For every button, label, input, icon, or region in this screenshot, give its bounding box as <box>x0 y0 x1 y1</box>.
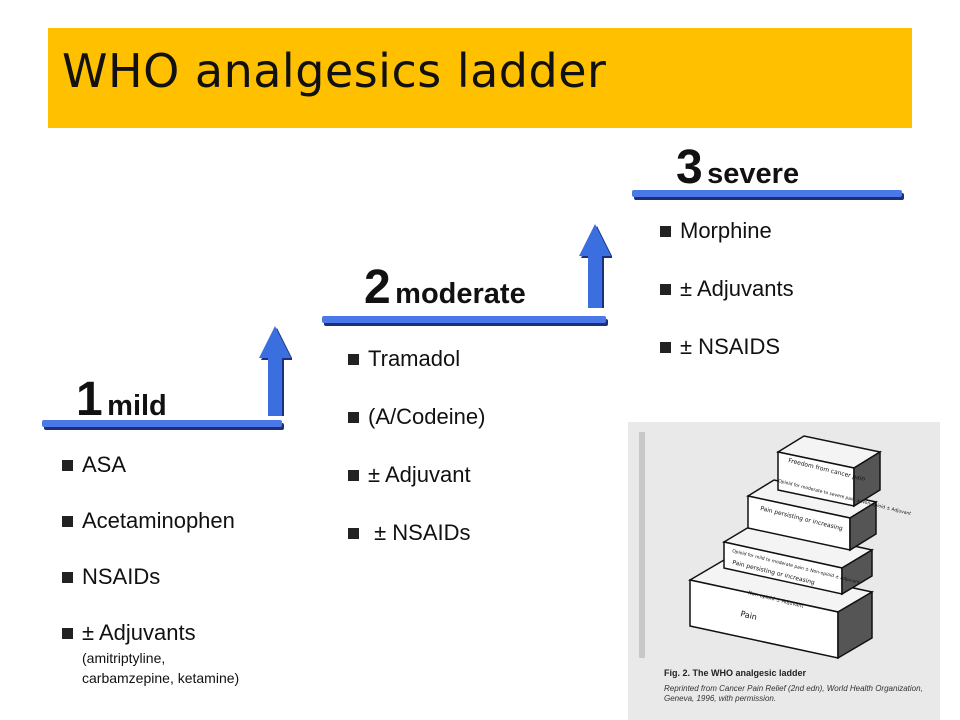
step-3-heading: 3 severe <box>676 140 799 195</box>
list-item: ASA <box>62 452 239 508</box>
step-1-number: 1 <box>76 373 103 426</box>
step-1-bar <box>42 420 282 427</box>
step-1-up-arrow-icon <box>259 326 292 416</box>
list-item: ± NSAIDS <box>660 334 794 360</box>
figure-caption: Fig. 2. The WHO analgesic ladder <box>664 668 807 678</box>
step-2-number: 2 <box>364 261 391 314</box>
step-3-label: severe <box>707 158 800 190</box>
who-ladder-figure-image-icon: Freedom from cancer pain Opioid for mode… <box>639 432 912 660</box>
step-2-heading: 2 moderate <box>364 260 526 315</box>
step-3-number: 3 <box>676 141 703 194</box>
list-item: Tramadol <box>348 346 485 404</box>
adjuvant-examples-line-2: carbamzepine, ketamine) <box>82 670 240 686</box>
list-item: ± Adjuvants <box>660 276 794 334</box>
step-2-label: moderate <box>395 278 526 310</box>
figure-label-step1-pain: Pain <box>740 609 758 622</box>
step-1-heading: 1 mild <box>76 372 167 427</box>
step-1-list: ASA Acetaminophen NSAIDs ± Adjuvants (am… <box>62 452 239 688</box>
list-item: ± NSAIDs <box>348 520 485 546</box>
figure-credit: Reprinted from Cancer Pain Relief (2nd e… <box>664 684 923 703</box>
step-3-bar <box>632 190 902 197</box>
list-item: NSAIDs <box>62 564 239 620</box>
slide-title: WHO analgesics ladder <box>62 44 607 98</box>
who-ladder-figure: Freedom from cancer pain Opioid for mode… <box>628 422 940 720</box>
list-item: Acetaminophen <box>62 508 239 564</box>
title-banner: WHO analgesics ladder <box>48 28 912 128</box>
list-item: Morphine <box>660 218 794 276</box>
step-1-label: mild <box>107 390 167 422</box>
list-item: ± Adjuvant <box>348 462 485 520</box>
step-2-list: Tramadol (A/Codeine) ± Adjuvant ± NSAIDs <box>348 346 485 546</box>
list-item: ± Adjuvants (amitriptyline, carbamzepine… <box>62 620 239 688</box>
step-2-bar <box>322 316 606 323</box>
adjuvant-examples-line-1: (amitriptyline, <box>82 650 166 666</box>
list-item: (A/Codeine) <box>348 404 485 462</box>
step-2-up-arrow-icon <box>579 224 612 308</box>
step-3-list: Morphine ± Adjuvants ± NSAIDS <box>660 218 794 360</box>
